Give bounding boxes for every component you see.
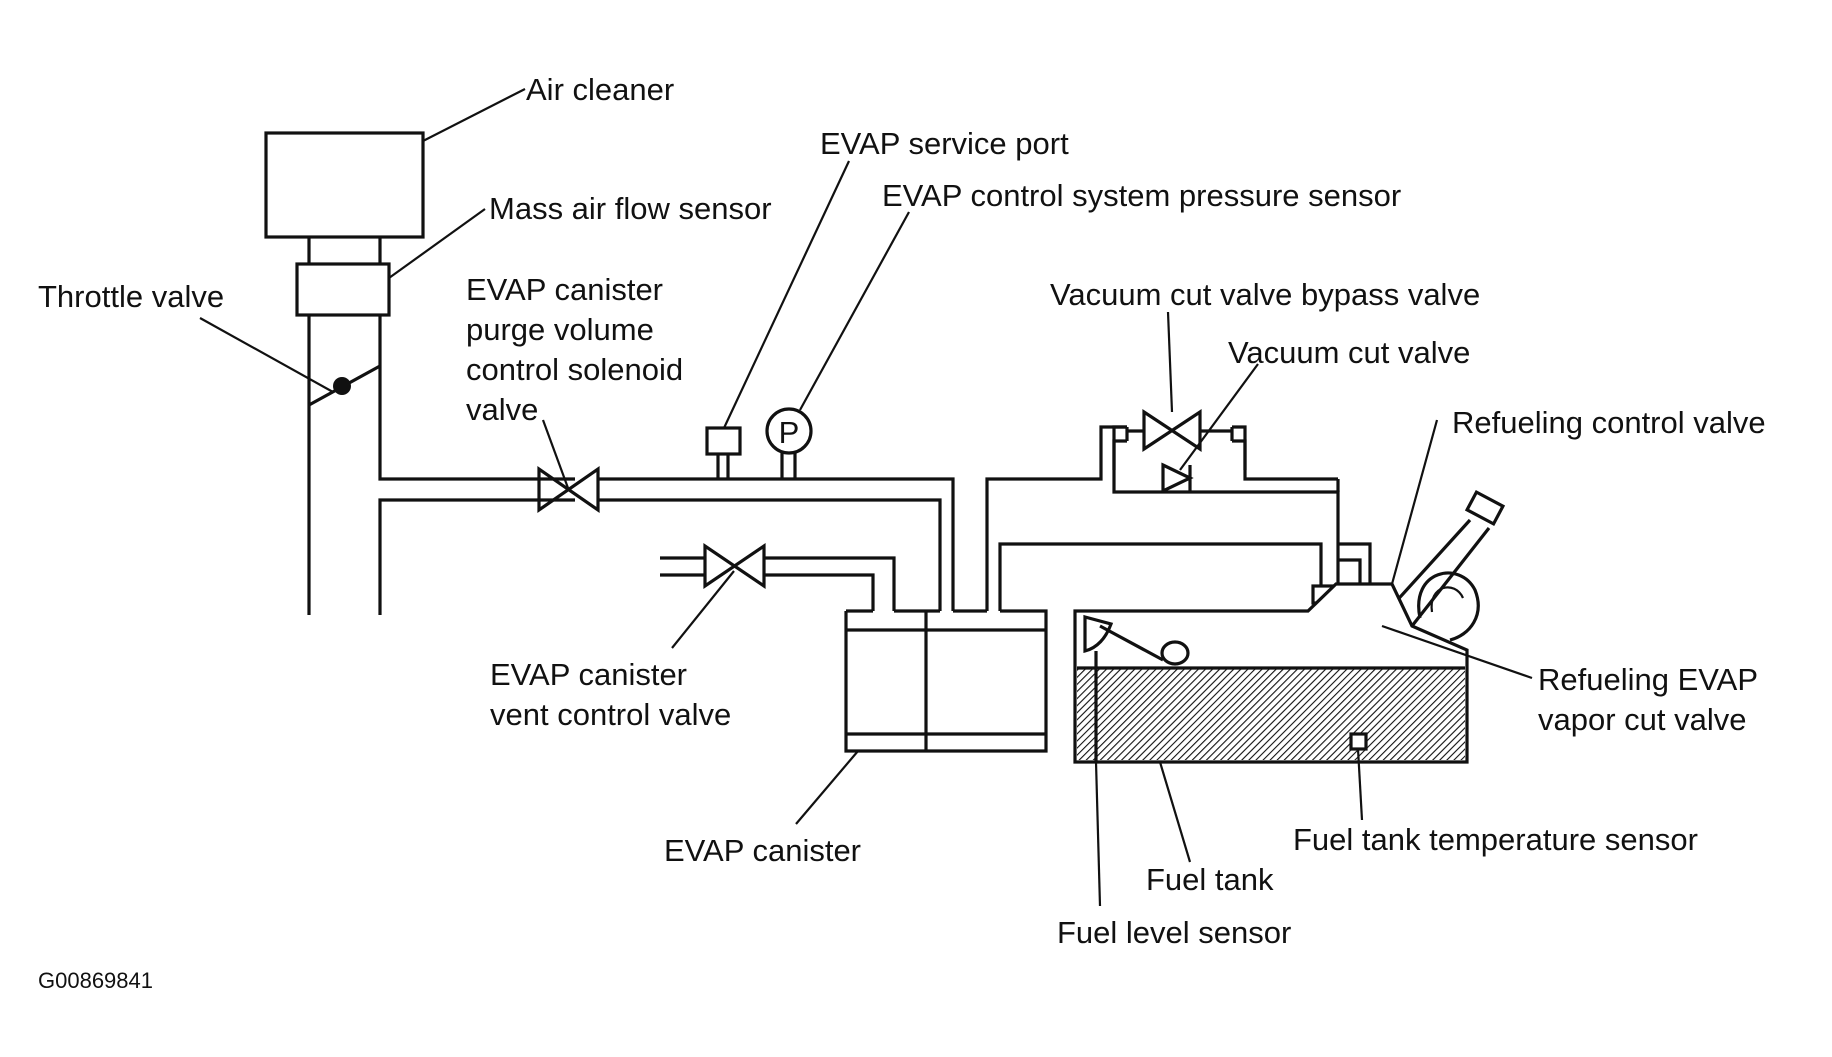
label-fuel-tank-temperature-sensor: Fuel tank temperature sensor bbox=[1293, 822, 1698, 857]
label-purge-valve-line4: valve bbox=[466, 392, 538, 427]
leader-fuel-tank bbox=[1158, 761, 1192, 863]
leader-purge-valve bbox=[541, 419, 570, 489]
mass-air-flow-sensor bbox=[295, 262, 391, 317]
label-vent-control-valve-line2: vent control valve bbox=[490, 697, 731, 732]
label-air-cleaner: Air cleaner bbox=[526, 72, 674, 107]
label-refueling-vapor-cut-valve-line1: Refueling EVAP bbox=[1538, 662, 1758, 697]
label-refueling-vapor-cut-valve-line2: vapor cut valve bbox=[1538, 702, 1747, 737]
label-purge-valve-line2: purge volume bbox=[466, 312, 654, 347]
leader-fuel-level-sensor bbox=[1094, 761, 1102, 907]
label-vent-control-valve-line1: EVAP canister bbox=[490, 657, 687, 692]
label-fuel-tank: Fuel tank bbox=[1146, 862, 1274, 897]
filler-neck-hose-inner bbox=[1430, 586, 1465, 613]
label-purge-valve-line1: EVAP canister bbox=[466, 272, 663, 307]
leader-pressure-sensor bbox=[799, 211, 910, 411]
label-fuel-level-sensor: Fuel level sensor bbox=[1057, 915, 1291, 950]
refueling-line-a bbox=[1338, 542, 1372, 586]
filler-neck-inner bbox=[1410, 527, 1491, 627]
evap-canister bbox=[844, 609, 1048, 753]
label-purge-valve-line3: control solenoid bbox=[466, 352, 683, 387]
fuel-level-float bbox=[1160, 640, 1190, 666]
throttle-body-right-wall-lower bbox=[378, 498, 575, 615]
label-evap-service-port: EVAP service port bbox=[820, 126, 1069, 161]
vent-line-bottom bbox=[764, 573, 875, 611]
leader-fuel-tank-temp-sensor bbox=[1356, 748, 1364, 821]
leader-refueling-control-valve bbox=[1390, 419, 1439, 585]
leader-vent-control-valve bbox=[671, 570, 735, 649]
label-mass-air-flow-sensor: Mass air flow sensor bbox=[489, 191, 772, 226]
pressure-symbol: P bbox=[779, 415, 800, 450]
fuel-tank-liquid bbox=[1077, 668, 1465, 760]
label-vacuum-cut-valve-bypass-valve: Vacuum cut valve bypass valve bbox=[1050, 277, 1480, 312]
evap-control-system-pressure-sensor bbox=[765, 407, 813, 455]
leader-throttle-valve bbox=[199, 317, 334, 393]
vapor-line-upper-outer bbox=[985, 425, 1127, 611]
float-arm bbox=[1099, 624, 1164, 662]
leader-bypass-valve bbox=[1166, 311, 1174, 413]
label-evap-canister: EVAP canister bbox=[664, 833, 861, 868]
leader-evap-canister bbox=[795, 750, 859, 825]
throttle-valve-shaft bbox=[333, 377, 351, 395]
label-refueling-control-valve: Refueling control valve bbox=[1452, 405, 1766, 440]
fuel-tank-temperature-sensor bbox=[1349, 732, 1368, 751]
purge-line-bottom bbox=[598, 498, 942, 611]
label-vacuum-cut-valve: Vacuum cut valve bbox=[1228, 335, 1470, 370]
vent-line-top bbox=[764, 556, 896, 611]
throttle-body-right-wall-upper bbox=[378, 315, 575, 481]
figure-id: G00869841 bbox=[38, 968, 153, 993]
label-evap-control-system-pressure-sensor: EVAP control system pressure sensor bbox=[882, 178, 1401, 213]
evap-canister-vent-control-valve bbox=[703, 542, 766, 590]
filler-neck-hose bbox=[1417, 571, 1480, 642]
bypass-branch-right bbox=[1232, 439, 1247, 470]
vapor-line-inner-loop bbox=[1112, 425, 1340, 586]
purge-control-solenoid-valve bbox=[537, 465, 600, 514]
vapor-line-upper-inner bbox=[998, 542, 1323, 611]
leader-refueling-vapor-cut-valve bbox=[1381, 624, 1533, 680]
leader-vacuum-cut-valve bbox=[1179, 363, 1259, 471]
bypass-branch-left bbox=[1112, 439, 1127, 470]
purge-line-top bbox=[598, 477, 955, 611]
air-cleaner bbox=[264, 131, 425, 239]
filler-cap bbox=[1464, 489, 1506, 527]
fuel-level-sensor bbox=[1083, 614, 1114, 654]
leader-mass-air-flow-sensor bbox=[388, 208, 486, 279]
evap-service-port bbox=[705, 426, 742, 456]
label-throttle-valve: Throttle valve bbox=[38, 279, 224, 314]
vacuum-cut-valve-bypass-valve bbox=[1142, 409, 1202, 452]
leader-service-port bbox=[723, 160, 850, 429]
vapor-line-top-loop bbox=[1232, 425, 1338, 481]
leader-air-cleaner bbox=[422, 88, 526, 142]
refueling-line-b bbox=[1338, 558, 1362, 586]
filler-neck-outer bbox=[1390, 518, 1472, 608]
vacuum-cut-valve bbox=[1161, 462, 1194, 494]
